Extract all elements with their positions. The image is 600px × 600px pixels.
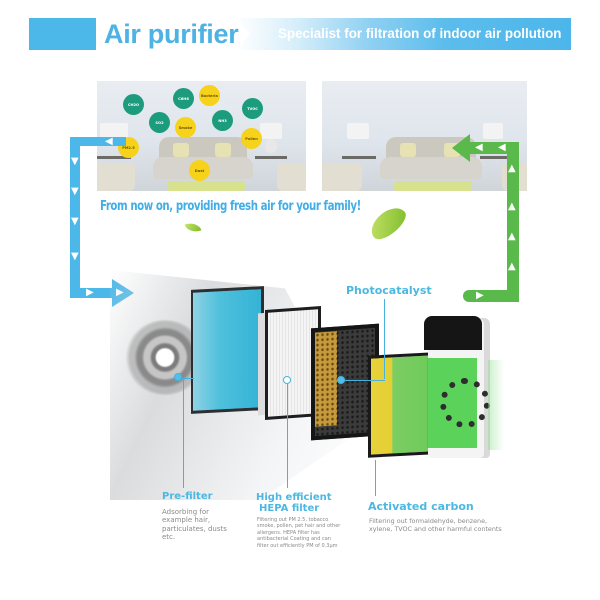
pollutant-badge: Pollen — [243, 130, 260, 147]
carbon-description: Filtering out formaldehyde, benzene, xyl… — [369, 517, 502, 533]
clean-air-glow — [488, 360, 504, 450]
arrow-up-icon: ▲ — [508, 201, 516, 212]
pollutant-badge: Smoke — [177, 119, 194, 136]
arrow-down-icon: ▼ — [71, 251, 79, 262]
callout-line — [384, 299, 385, 379]
callout-line — [344, 380, 385, 381]
pollutant-badge: TVOC — [244, 100, 261, 117]
fan-icon — [440, 378, 490, 428]
lamp-icon — [260, 123, 282, 139]
hepa-description: Filtering out PM 2.5, tobacco smoke, pol… — [257, 517, 341, 549]
photocatalyst-layer — [368, 352, 434, 458]
hepa-label-line1: High efficient — [256, 492, 332, 503]
side-table — [342, 156, 376, 159]
callout-dot — [283, 376, 291, 384]
hepa-label-line2: HEPA filter — [259, 503, 320, 514]
armchair — [322, 163, 362, 191]
callout-line — [375, 460, 376, 496]
arrow-down-icon: ▼ — [71, 216, 79, 227]
pollutant-badge: NH3 — [214, 112, 231, 129]
photocatalyst-mesh — [315, 331, 337, 427]
side-table — [255, 156, 287, 159]
pollutant-badge: SO2 — [151, 114, 168, 131]
lamp-icon — [100, 123, 128, 138]
pre-filter-layer — [191, 286, 264, 414]
arrow-left-icon: ◀ — [475, 142, 483, 153]
cushion — [215, 143, 231, 157]
prefilter-label: Pre-filter — [162, 491, 213, 502]
cushion — [173, 143, 189, 157]
arrow-up-icon: ▲ — [508, 261, 516, 272]
polluted-room-image: CH2O SO2 C6H6 Bacteria Smoke NH3 TVOC Po… — [97, 81, 306, 191]
arrow-down-icon: ▼ — [71, 186, 79, 197]
callout-dot — [174, 373, 182, 381]
prefilter-description: Adsorbing for example hair, particulates… — [162, 508, 227, 542]
pollutant-badge: Dust — [191, 162, 208, 179]
banner-title: Air purifier — [104, 19, 239, 49]
pollutant-badge: Bacteria — [201, 87, 218, 104]
sofa-seat — [380, 157, 482, 179]
callout-dot — [337, 376, 345, 384]
arrow-down-icon: ▼ — [71, 156, 79, 167]
armchair — [277, 163, 306, 191]
side-table — [480, 156, 512, 159]
arrow-right-icon: ▶ — [86, 287, 94, 298]
side-table — [97, 156, 131, 159]
lamp-icon — [347, 123, 369, 139]
callout-line — [182, 378, 194, 379]
lamp-base — [265, 139, 277, 153]
arrow-right-icon: ▶ — [476, 290, 484, 301]
arrow-up-icon: ▲ — [508, 231, 516, 242]
carbon-label: Activated carbon — [368, 500, 474, 513]
banner-subtitle: Specialist for filtration of indoor air … — [278, 26, 562, 41]
ottoman — [394, 181, 472, 191]
arrow-left-icon: ◀ — [498, 142, 506, 153]
cushion — [400, 143, 416, 157]
banner-accent-block — [29, 18, 96, 50]
pollutant-badge: C6H6 — [175, 90, 192, 107]
banner-gradient-bar — [236, 18, 571, 50]
arrow-left-icon: ◀ — [105, 136, 113, 147]
leaf-icon — [365, 201, 411, 245]
ottoman — [167, 181, 245, 191]
callout-line — [287, 384, 288, 488]
hepa-label: High efficient HEPA filter — [256, 492, 332, 514]
purifier-control-panel — [424, 316, 482, 350]
arrow-up-icon: ▲ — [508, 163, 516, 174]
leaf-icon — [184, 219, 202, 236]
armchair — [97, 163, 135, 191]
photocatalyst-label: Photocatalyst — [346, 284, 432, 297]
tagline: From now on, providing fresh air for you… — [100, 199, 361, 214]
clean-room-image — [322, 81, 527, 191]
callout-line — [183, 378, 184, 488]
lamp-icon — [483, 123, 503, 139]
pollutant-badge: CH2O — [125, 96, 142, 113]
